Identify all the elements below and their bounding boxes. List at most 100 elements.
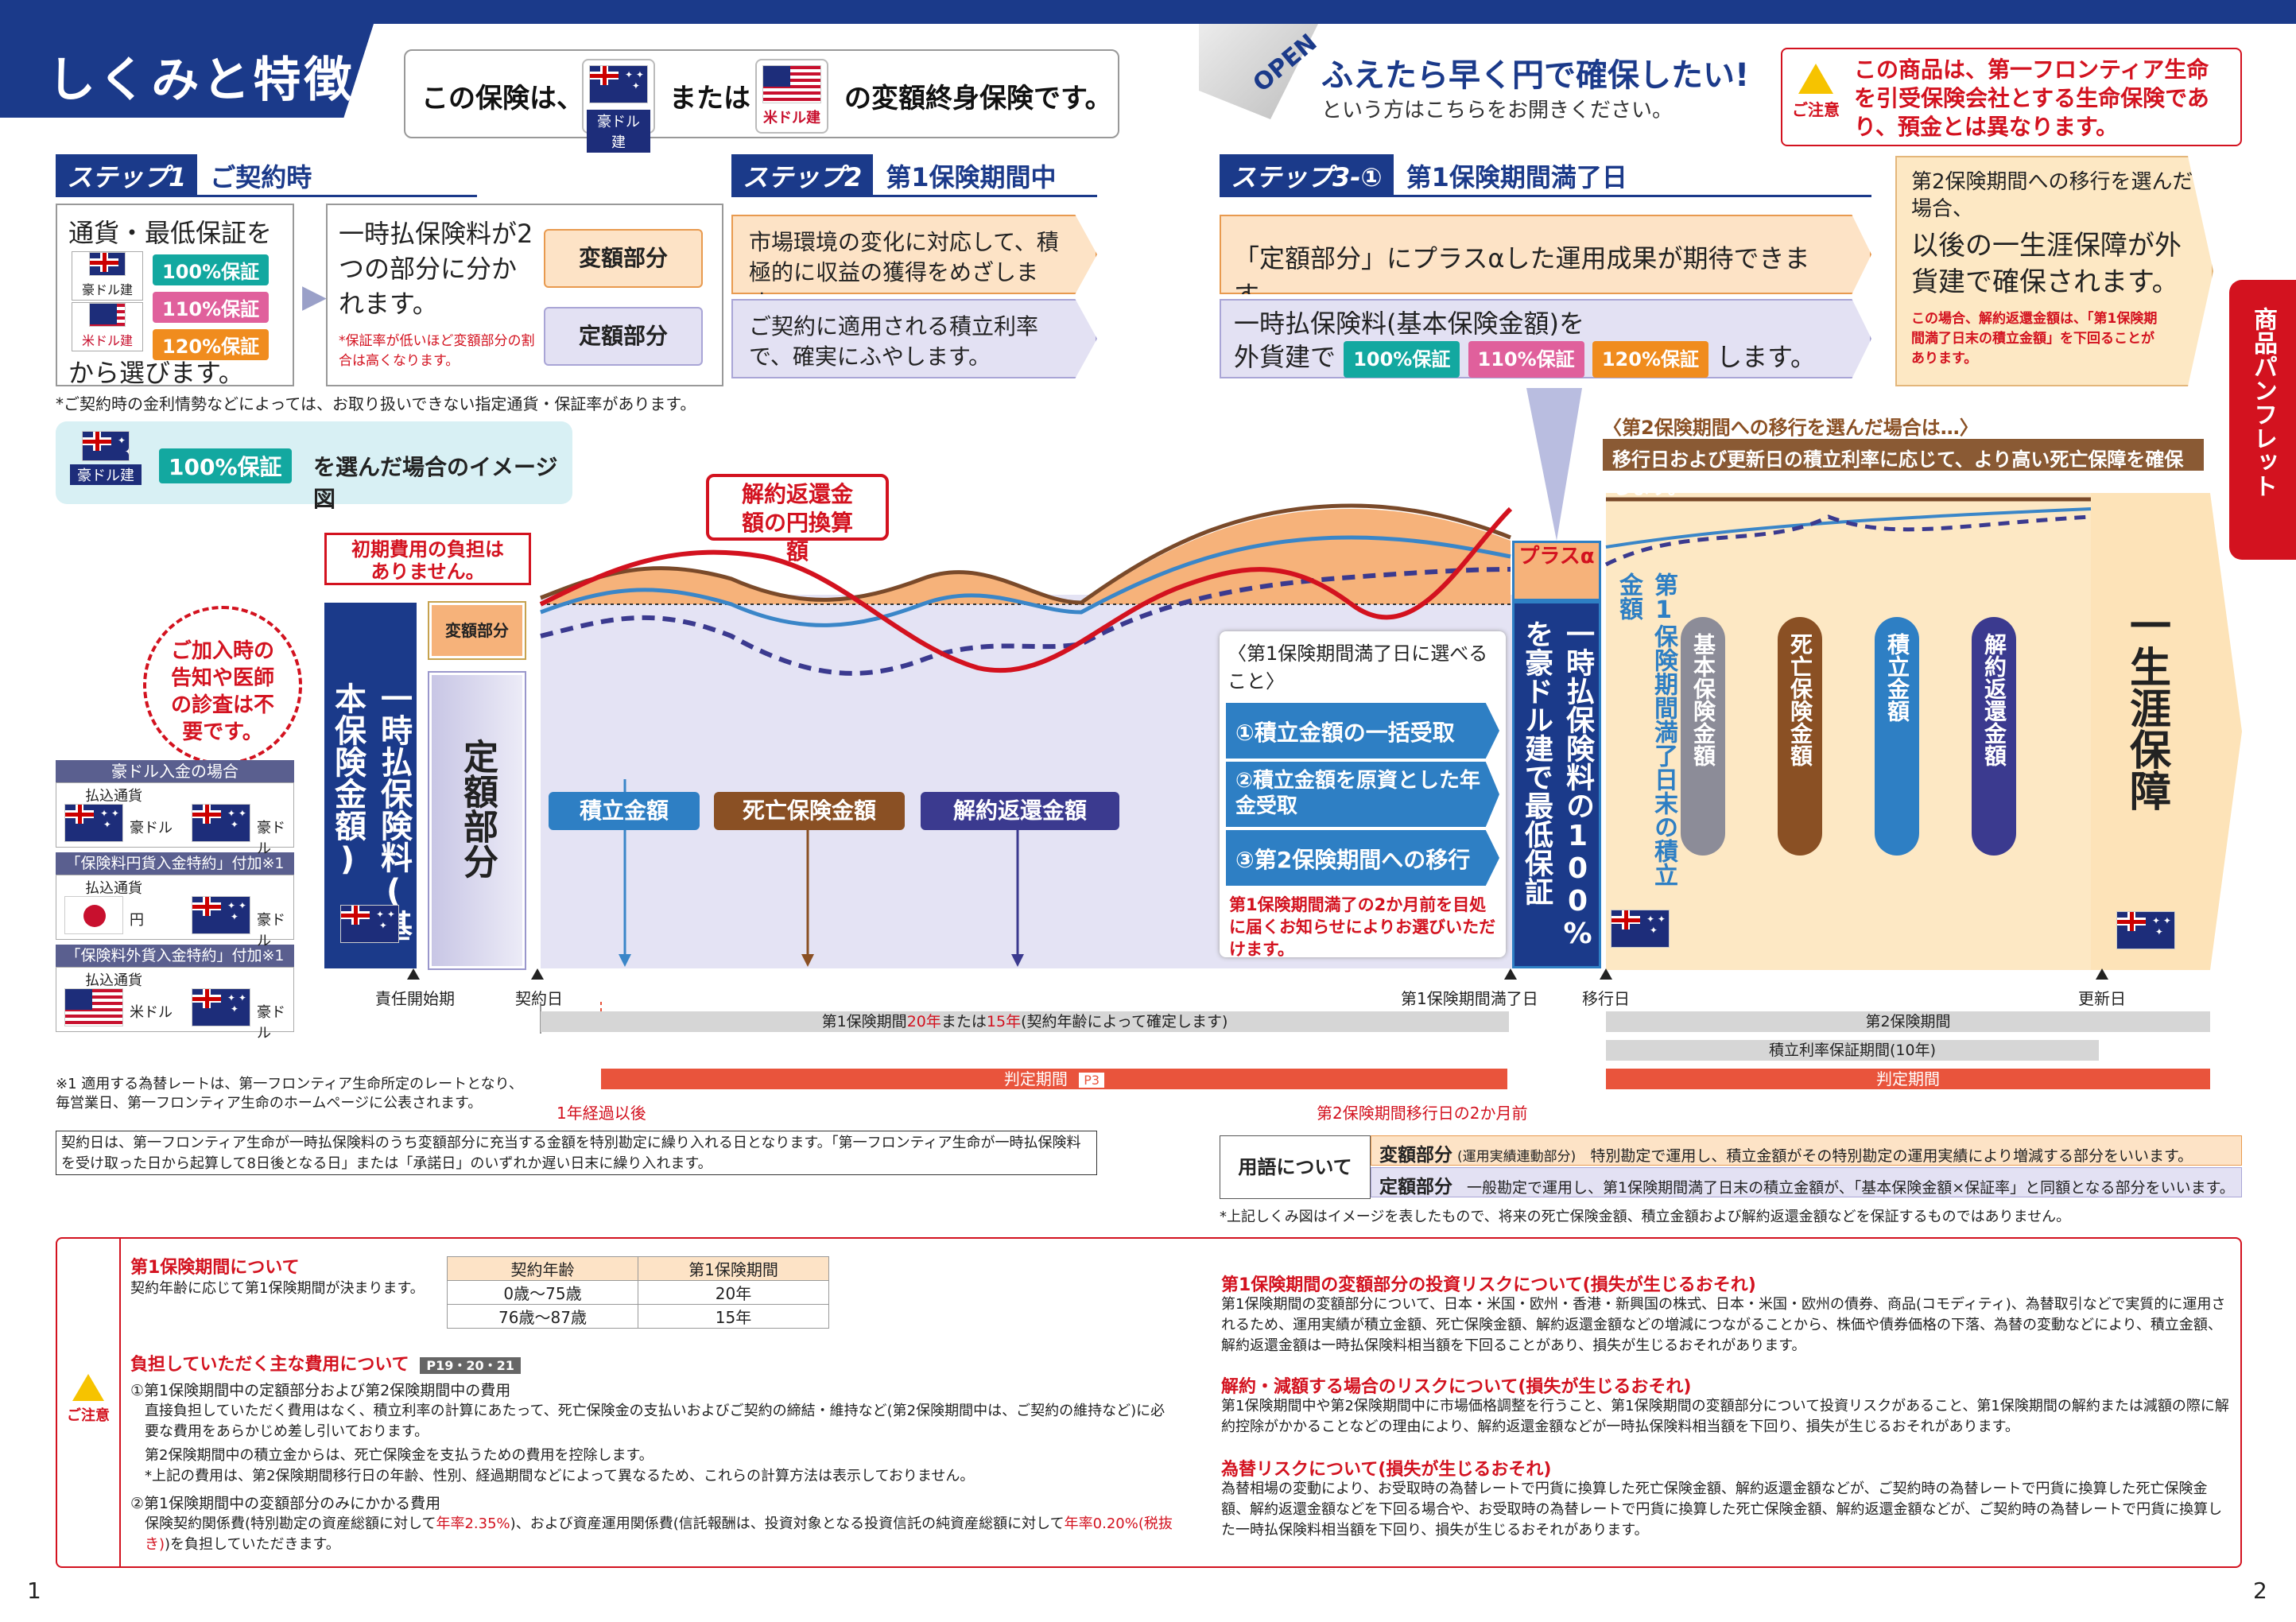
period1-d: 15年 — [986, 1013, 1022, 1030]
step3-head: ステップ3-① 第1保険期間満了日 — [1220, 153, 1871, 197]
premium-vertical-label: 一時払保険料(基本保険金額) — [329, 682, 412, 941]
pill-accum-label: 積立金額 — [1884, 633, 1910, 722]
phase2-banner: 移行日および更新日の積立利率に応じて、より高い死亡保障を確保します。 — [1603, 439, 2204, 499]
premium-bar: 一時払保険料(基本保険金額) — [324, 603, 417, 968]
usd-flag-card: 米ドル建 — [755, 59, 828, 134]
australia-flag-icon — [82, 431, 130, 461]
plus-alpha-box: プラスα — [1512, 541, 1601, 601]
p1-text: 契約年齢に応じて第1保険期間が決まります。 — [130, 1280, 425, 1297]
step1-usd-label: 米ドル建 — [81, 333, 133, 348]
australia-flag-icon — [1611, 910, 1670, 948]
pill-death-label: 死亡保険金額 — [1787, 633, 1813, 766]
judge-bar: 判定期間 P3 — [601, 1069, 1507, 1089]
open-sub-text: という方はこちらをお開きください。 — [1321, 99, 1674, 122]
cost1-text: 直接負担していただく費用はなく、積立利率の計算にあたって、死亡保険金の支払いおよ… — [145, 1403, 1165, 1440]
cost2-c: )、および資産運用関係費(信託報酬は、投資対象となる投資信託の純資産総額に対して — [510, 1515, 1065, 1532]
cost-ref[interactable]: P19・20・21 — [420, 1357, 521, 1374]
case3-paycur: 払込通貨 — [85, 972, 142, 989]
step1-aud-card: 豪ドル建 — [72, 251, 143, 301]
choice-2[interactable]: ②積立金額を原資とした年金受取 — [1226, 762, 1499, 827]
image-caption-box: 豪ドル建 100%保証 を選んだ場合のイメージ図 — [56, 421, 572, 512]
cost2-a: 保険契約関係費(特別勘定の資産総額に対して — [145, 1515, 436, 1532]
tick-transfer — [1600, 968, 1612, 980]
step1-premium-text: 一時払保険料が2つの部分に分かれます。 — [339, 219, 533, 319]
fixed-column: 定額部分 — [429, 673, 525, 968]
death-arrowhead — [801, 954, 814, 967]
australia-flag-icon — [589, 65, 648, 103]
usd-tag: 米ドル建 — [763, 110, 820, 126]
phase2-surr-line — [1604, 514, 2092, 567]
open-main-text[interactable]: ふえたら早く円で確保したい! — [1321, 57, 1750, 94]
pill-death: 死亡保険金額 — [1778, 617, 1822, 856]
cost2-title: ②第1保険期間中の変額部分のみにかかる費用 — [130, 1495, 441, 1512]
tl-end1: 第1保険期間満了日 — [1401, 989, 1538, 1008]
case2-to: 豪ドル — [257, 912, 285, 949]
pill-basic-label: 基本保険金額 — [1690, 633, 1716, 766]
step2-badge: ステップ2 — [731, 153, 874, 197]
yen-value-line — [539, 506, 1513, 673]
step3-line2b: 外貨建で — [1234, 342, 1336, 372]
cost1-text2: 第2保険期間中の積立金からは、死亡保険金を支払うための費用を控除します。 — [145, 1447, 654, 1464]
caution-box: ご注意 この商品は、第一フロンティア生命を引受保険会社とする生命保険であり、預金… — [1781, 48, 2242, 146]
pill-surr: 解約返還金額 — [1972, 617, 2016, 856]
step1-premium-box: 一時払保険料が2つの部分に分かれます。 *保証率が低いほど変額部分の割合は高くな… — [326, 204, 723, 386]
accumulation-label: 積立金額 — [549, 792, 700, 830]
australia-flag-icon — [192, 896, 250, 934]
judge2-bar: 判定期間 — [1606, 1069, 2210, 1089]
case1-head: 豪ドル入金の場合 — [56, 760, 294, 782]
risk2-text: 第1保険期間中や第2保険期間中に市場価格調整を行うこと、第1保険期間の変額部分に… — [1221, 1398, 2229, 1435]
guarantee10-bar: 積立利率保証期間(10年) — [1606, 1040, 2099, 1061]
australia-flag-icon — [340, 905, 399, 943]
caption-text: を選んだ場合のイメージ図 — [313, 454, 558, 512]
side-tab-label: 商品パンフレット — [2249, 307, 2277, 498]
pill-surr-label: 解約返還金額 — [1981, 633, 2007, 766]
case3-head: 「保険料外貨入金特約」付加※1 — [56, 945, 294, 967]
intro-text-3: の変額終身保険です。 — [844, 83, 1112, 114]
warning-icon — [1798, 64, 1833, 94]
case2-paycur: 払込通貨 — [85, 880, 142, 897]
no-medical-badge: ご加入時の告知や医師の診査は不要です。 — [143, 606, 302, 765]
step1-note: *保証率が低いほど変額部分の割合は高くなります。 — [339, 333, 535, 369]
accumulation-line — [540, 535, 1511, 627]
variable-area — [541, 509, 1511, 604]
case2-head: 「保険料円貨入金特約」付加※1 — [56, 852, 294, 875]
tick-contract — [531, 968, 544, 980]
risk2-title: 解約・減額する場合のリスクについて(損失が生じるおそれ) — [1221, 1377, 1692, 1397]
side-tab[interactable]: 商品パンフレット — [2229, 280, 2296, 560]
choices-panel: 〈第1保険期間満了日に選べること〉 ①積立金額の一括受取 ②積立金額を原資とした… — [1220, 631, 1506, 959]
choice-1[interactable]: ①積立金額の一括受取 — [1226, 703, 1499, 759]
judge-ref[interactable]: P3 — [1079, 1073, 1105, 1088]
step1-usd-card: 米ドル建 — [72, 302, 143, 351]
case3-body: 払込通貨 米ドル 豪ドル — [56, 967, 294, 1042]
step1-currency-box: 通貨・最低保証を 豪ドル建 米ドル建 100%保証 110%保証 120%保証 … — [56, 204, 294, 388]
no-initial-cost-callout: 初期費用の負担はありません。 — [324, 533, 531, 585]
contract-note-box: 契約日は、第一フロンティア生命が一時払保険料のうち変額部分に充当する金額を特別勘… — [56, 1131, 1097, 1175]
title-band — [0, 24, 374, 118]
step3-right-1: 第2保険期間への移行を選んだ場合、 — [1911, 170, 2193, 221]
step3-right-note: この場合、解約返還金額は、「第1保険期間満了日末の積立金額」を下回ることがありま… — [1911, 311, 2158, 367]
caution-text: この商品は、第一フロンティア生命を引受保険会社とする生命保険であり、預金とは異な… — [1854, 56, 2209, 140]
cost1-title: ①第1保険期間中の定額部分および第2保険期間中の費用 — [130, 1382, 511, 1399]
cost2-b: 年率2.35% — [436, 1515, 510, 1532]
page-title: しくみと特徴 — [48, 52, 355, 108]
phase2-accum-line — [1605, 507, 2092, 549]
us-flag-icon — [64, 988, 123, 1026]
step1-chip-list: 100%保証 110%保証 120%保証 — [153, 254, 270, 360]
phase2-title: 〈第2保険期間への移行を選んだ場合は…〉 — [1603, 417, 1979, 439]
lifetime-col: 一生涯保障 — [2107, 604, 2186, 843]
australia-flag-icon — [2116, 911, 2175, 949]
tl-renew: 更新日 — [2078, 989, 2126, 1008]
step2-title: 第1保険期間中 — [886, 161, 1057, 192]
case3-from: 米ドル — [130, 1004, 173, 1021]
terms-variable-desc: 特別勘定で運用し、積立金額がその特別勘定の運用実績により増減する部分をいいます。 — [1590, 1147, 2193, 1165]
period2-bar: 第2保険期間 — [1606, 1011, 2210, 1032]
choice-3[interactable]: ③第2保険期間への移行 — [1226, 830, 1499, 886]
one-year-label: 1年経過以後 — [557, 1104, 646, 1123]
step1-fixed: 定額部分 — [544, 307, 703, 366]
case1-body: 払込通貨 豪ドル 豪ドル — [56, 782, 294, 857]
variable-small-box: 変額部分 — [429, 603, 525, 658]
step3-right-panel: 第2保険期間への移行を選んだ場合、 以後の一生涯保障が外貨建で確保されます。 こ… — [1895, 156, 2213, 386]
australia-flag-icon — [64, 804, 123, 842]
terms-box: 用語について 変額部分 (運用実績連動部分) 特別勘定で運用し、積立金額がその特… — [1220, 1135, 2242, 1199]
caution-label: ご注意 — [1792, 100, 1840, 119]
